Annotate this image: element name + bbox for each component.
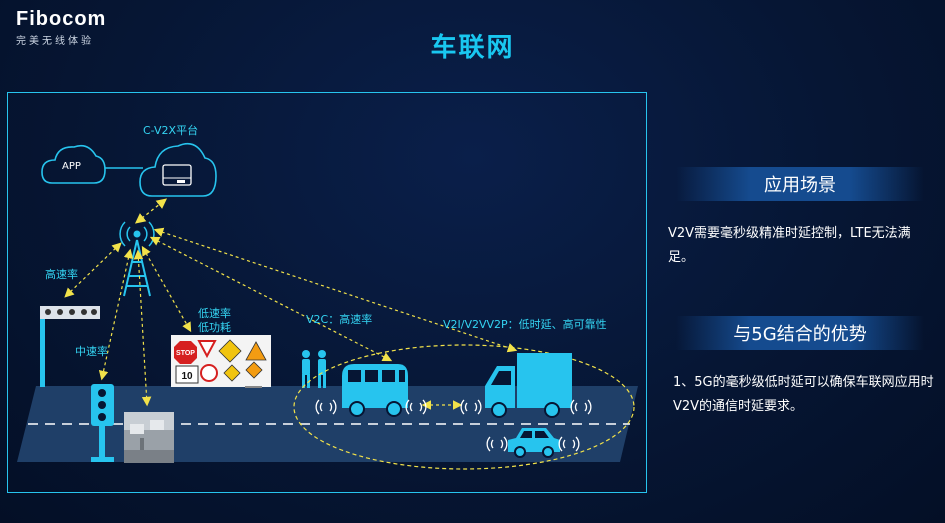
logo: Fibocom 完美无线体验 — [16, 8, 106, 47]
low-power-label: 低功耗 — [198, 321, 231, 334]
section-application-scenarios-text: V2V需要毫秒级精准时延控制，LTE无法满足。 — [668, 226, 911, 265]
wireless-signal-icons — [315, 399, 592, 452]
truck-icon — [485, 353, 572, 418]
logo-wordmark: Fibocom — [16, 8, 107, 30]
section-application-scenarios-header: 应用场景 — [676, 167, 924, 201]
car-icon — [508, 428, 560, 458]
communication-links — [64, 227, 518, 410]
bus-icon — [342, 364, 408, 417]
app-label: APP — [62, 161, 81, 172]
cv2x-platform-cloud-icon — [139, 142, 217, 197]
roadside-camera-photo — [124, 412, 174, 463]
speed-limit-sign-text: 10 — [181, 371, 193, 382]
section-5g-advantages-text: 1、5G的毫秒级低时延可以确保车联网应用时V2V的通信时延要求。 — [673, 375, 934, 414]
section-5g-advantages-header: 与5G结合的优势 — [676, 316, 924, 350]
pedestrians-icon — [302, 350, 326, 388]
v2i-label: V2I/V2VV2P：低时延、高可靠性 — [443, 318, 607, 331]
v2c-label: V2C：高速率 — [306, 313, 373, 326]
stop-sign-text: STOP — [176, 350, 195, 357]
camera-pole-icon — [40, 306, 100, 387]
traffic-signs-board: STOP 10 — [171, 335, 271, 388]
high-speed-label: 高速率 — [45, 268, 78, 281]
link-tower-platform — [134, 198, 168, 224]
app-cloud-icon — [41, 144, 106, 184]
page-title: 车联网 — [430, 33, 515, 63]
low-speed-label: 低速率 — [198, 307, 231, 320]
cv2x-platform-label: C-V2X平台 — [143, 124, 199, 137]
traffic-light-icon — [91, 384, 114, 462]
mid-speed-label: 中速率 — [75, 345, 108, 358]
v2v-zone-ellipse — [293, 344, 635, 470]
diagram-frame — [7, 92, 647, 493]
logo-tagline: 完美无线体验 — [16, 36, 94, 47]
